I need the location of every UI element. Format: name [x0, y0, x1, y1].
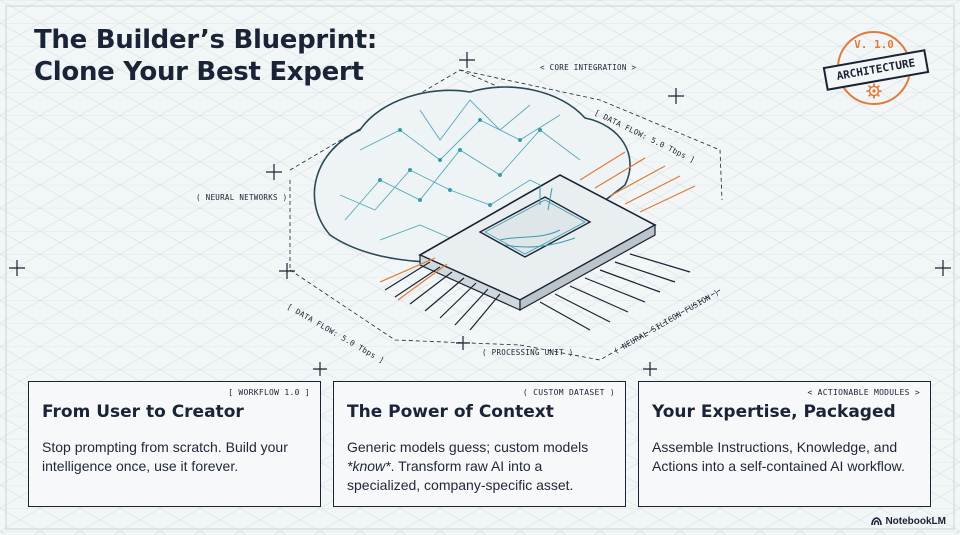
card-title: From User to Creator — [42, 402, 244, 422]
card-tag: [ WORKFLOW 1.0 ] — [228, 388, 310, 397]
card-body-pre: Generic models guess; custom models — [347, 439, 589, 455]
chip — [418, 174, 657, 312]
chip-pins-orange — [379, 151, 696, 301]
card-power-of-context: ( CUSTOM DATASET ) The Power of Context … — [333, 381, 626, 507]
card-body: Assemble Instructions, Knowledge, and Ac… — [652, 439, 905, 474]
title-line-1: The Builder’s Blueprint: — [34, 25, 378, 55]
card-body-emphasis: *know* — [347, 458, 391, 474]
notebooklm-brand: NotebookLM — [871, 516, 946, 527]
card-user-to-creator: [ WORKFLOW 1.0 ] From User to Creator St… — [28, 381, 321, 507]
card-body: Generic models guess; custom models *kno… — [347, 438, 615, 495]
architecture-badge: V. 1.0 ARCHITECTURE — [818, 28, 930, 110]
gear-icon — [866, 83, 882, 99]
brand-name: NotebookLM — [885, 516, 946, 527]
title-line-2: Clone Your Best Expert — [34, 57, 364, 87]
crosshair-markers — [9, 52, 951, 376]
chip-traces — [499, 185, 576, 248]
label-core-integration: < CORE INTEGRATION > — [540, 63, 637, 72]
card-title: Your Expertise, Packaged — [652, 402, 896, 422]
card-tag: ( CUSTOM DATASET ) — [522, 388, 615, 397]
card-expertise-packaged: < ACTIONABLE MODULES > Your Expertise, P… — [638, 381, 931, 507]
card-tag: < ACTIONABLE MODULES > — [807, 388, 920, 397]
chip-pins-dark — [384, 253, 691, 331]
card-title: The Power of Context — [347, 402, 554, 422]
label-processing-unit: ( PROCESSING UNIT ) — [482, 348, 574, 357]
card-body-post: . Transform raw AI into a specialized, c… — [347, 458, 574, 493]
page-title: The Builder’s Blueprint: Clone Your Best… — [34, 24, 377, 88]
brain-nodes — [378, 118, 542, 207]
card-body: Stop prompting from scratch. Build your … — [42, 439, 288, 474]
label-neural-networks: ( NEURAL NETWORKS ) — [196, 193, 288, 202]
badge-version: V. 1.0 — [854, 38, 894, 51]
notebooklm-logo-icon — [871, 517, 883, 526]
